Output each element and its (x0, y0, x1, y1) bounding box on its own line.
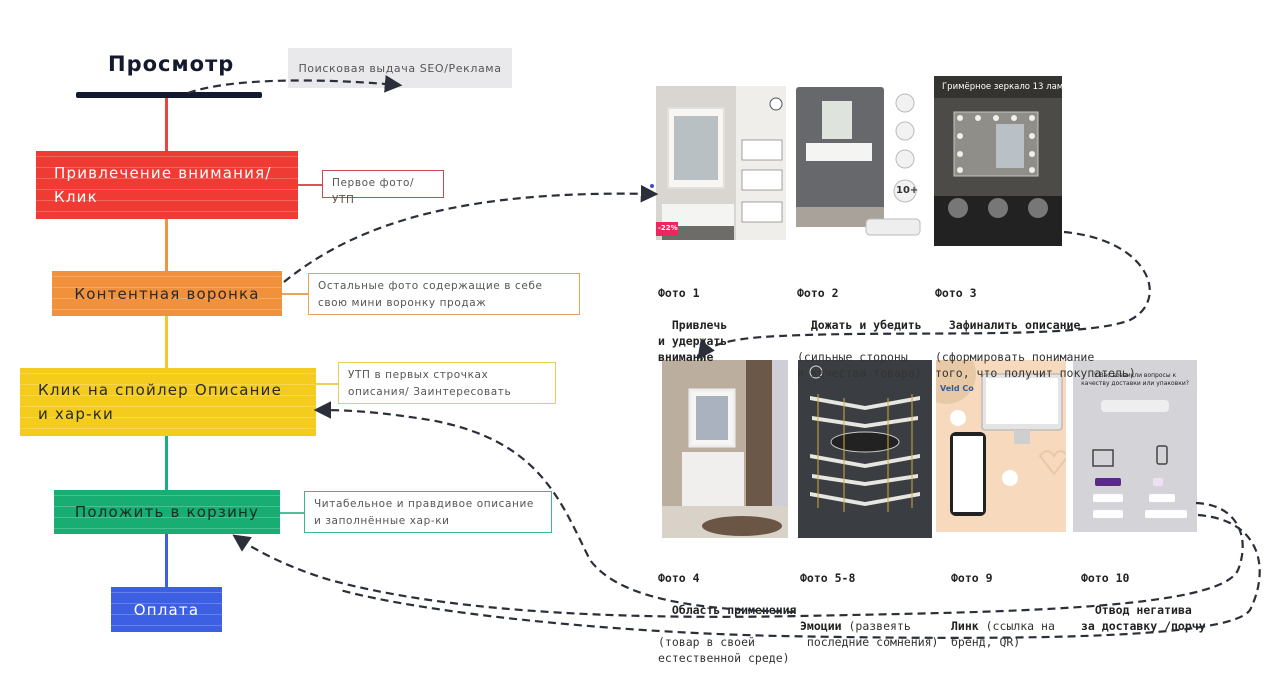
mirror-console-image (656, 86, 786, 240)
packaging-layers-image (798, 360, 932, 538)
caption-title: Эмоции (800, 619, 842, 633)
stage-label: Контентная воронка (74, 284, 260, 303)
spine-segment-5 (165, 534, 168, 588)
spine-segment-2 (165, 219, 168, 271)
support-info-image (1073, 360, 1197, 532)
discount-badge: -22% (658, 224, 678, 232)
caption-number: Фото 10 (1081, 571, 1130, 585)
caption-number: Фото 5-8 (800, 571, 856, 585)
stage-attention-click: Привлечение внимания/ Клик (36, 151, 298, 219)
brand-name: Veld Co (940, 384, 974, 393)
stage-content-funnel: Контентная воронка (52, 271, 282, 316)
connector-2 (282, 293, 308, 295)
stage-label: Привлечение внимания/ Клик (54, 164, 272, 206)
caption-photo-3: Фото 3 Зафиналить описание (сформировать… (935, 253, 1136, 397)
caption-desc: (товар в своей естественной среде) (658, 635, 790, 665)
photo-10-heading: У Вас возникли вопросы к качеству достав… (1081, 372, 1189, 387)
photo-2-thumbnail: 10+ (796, 87, 922, 241)
arrow-photo10-outer-loop (339, 513, 1261, 639)
spine-segment-3 (165, 316, 168, 368)
photo-4-thumbnail (662, 360, 788, 538)
caption-title: Отвод негатива за доставку /порчу (1081, 603, 1206, 633)
connector-4 (280, 512, 304, 514)
vanity-room-image (662, 360, 788, 538)
caption-number: Фото 1 (658, 286, 700, 300)
diagram-title: Просмотр (108, 52, 235, 76)
stage-payment: Оплата (111, 587, 222, 632)
caption-photo-4: Фото 4 Область применения (товар в своей… (658, 538, 796, 682)
caption-desc: (сформировать понимание того, что получи… (935, 350, 1136, 380)
stage-note-4: Читабельное и правдивое описание и запол… (304, 491, 552, 533)
photo-3-thumbnail: Гримёрное зеркало 13 ламп (934, 76, 1062, 246)
stage-description-spoiler: Клик на спойлер Описание и хар-ки (20, 368, 316, 436)
caption-photo-2: Фото 2 Дожать и убедить (сильные стороны… (797, 253, 922, 397)
arrow-photo10-to-cart (232, 501, 1244, 618)
caption-desc: (сильные стороны и качества товара) (797, 350, 922, 380)
caption-title: Линк (951, 619, 979, 633)
caption-photo-9: Фото 9 Линк (ссылка на бренд, QR) (951, 538, 1055, 666)
stage-add-to-cart: Положить в корзину (54, 490, 280, 534)
arrow-title-to-note (187, 75, 403, 95)
caption-number: Фото 9 (951, 571, 993, 585)
anchor-dot (650, 184, 654, 188)
photo-10-thumbnail: У Вас возникли вопросы к качеству достав… (1073, 360, 1197, 532)
spine-segment-1 (165, 98, 168, 152)
connector-1 (298, 184, 322, 186)
feature-years: 10+ (896, 185, 919, 196)
makeup-mirror-image (934, 76, 1062, 246)
caption-number: Фото 4 (658, 571, 700, 585)
arrow-funnel-to-photo1 (283, 184, 659, 283)
title-underline (76, 92, 262, 98)
arrow-photo3-to-photo4 (697, 230, 1151, 360)
stage-label: Оплата (133, 600, 200, 619)
stage-label: Положить в корзину (74, 503, 260, 521)
stage-note-1: Первое фото/УТП (322, 170, 444, 206)
stage-note-2: Остальные фото содержащие в себе свою ми… (308, 273, 580, 315)
caption-desc: (ссылка на бренд, QR) (951, 619, 1055, 649)
photo-3-heading: Гримёрное зеркало 13 ламп (942, 82, 1062, 92)
caption-number: Фото 2 (797, 286, 839, 300)
caption-title: Зафиналить описание (948, 318, 1081, 332)
stage-note-3: УТП в первых строчках описания/ Заинтере… (338, 362, 556, 404)
photo-9-thumbnail: Veld Co (936, 360, 1066, 532)
photo-5-8-thumbnail (798, 360, 932, 538)
connector-3 (316, 383, 338, 385)
wall-console-image (796, 87, 921, 236)
spine-segment-4 (165, 436, 168, 490)
stage-label: Клик на спойлер Описание и хар-ки (38, 381, 283, 423)
arrow-photo4-to-description (313, 401, 796, 614)
photo-1-thumbnail: -22% (656, 86, 786, 240)
brand-link-image (936, 360, 1066, 532)
caption-photo-10: Фото 10 Отвод негатива за доставку /порч… (1081, 538, 1206, 634)
caption-title: Дожать и убедить (810, 318, 922, 332)
caption-number: Фото 3 (935, 286, 977, 300)
